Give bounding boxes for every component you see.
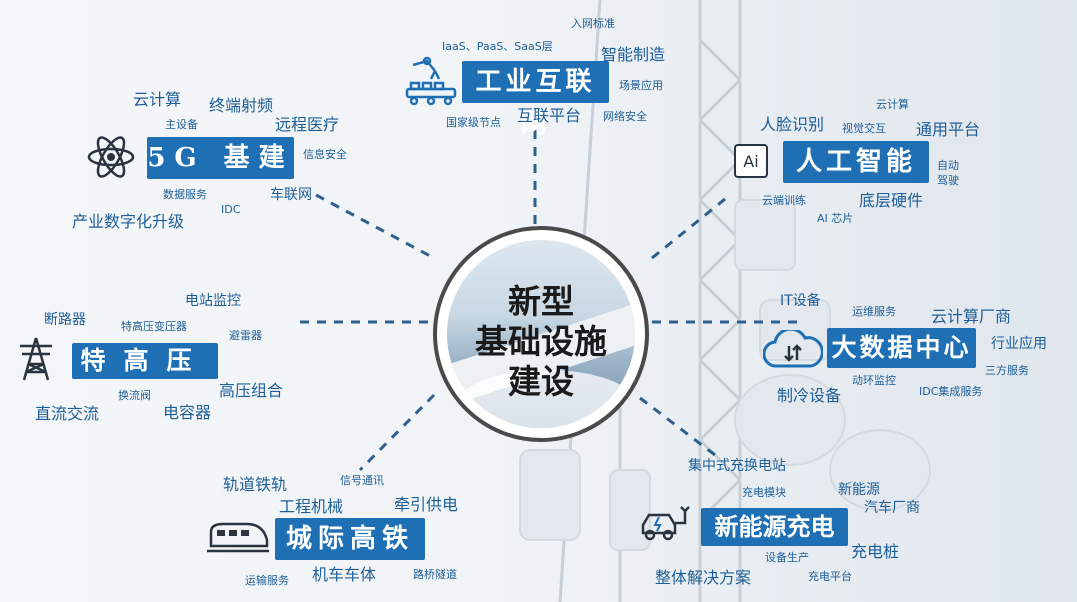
term-uhv-capacitor: 电容器 [163,403,212,422]
term-ev-module: 充电模块 [742,486,786,499]
center-title: 新型 基础设施 建设 [447,282,635,402]
term-ev-platform: 充电平台 [808,570,852,583]
term-uhv-arrester: 避雷器 [229,329,262,342]
svg-text:Ai: Ai [743,152,758,171]
high-speed-train-icon [207,522,269,553]
category-uhv: 特高压 [72,343,218,379]
category-5g: 5G 基建 [147,137,294,179]
atom-icon [87,136,135,178]
center-circle: 新型 基础设施 建设 [433,226,649,442]
transmission-tower-icon [20,337,52,381]
term-ev-manufacturing: 设备生产 [765,551,809,564]
term-5g-rf: 终端射频 [209,96,274,115]
term-bd-env-monitor: 动环监控 [852,374,896,387]
term-ai-face: 人脸识别 [760,115,825,134]
term-rail-signal: 信号通讯 [340,474,384,487]
term-uhv-dc-ac: 直流交流 [35,404,100,423]
term-uhv-breaker: 断路器 [44,312,86,328]
term-rail-traction: 牵引供电 [394,495,459,514]
term-rail-bridge-tunnel: 路桥隧道 [413,568,457,581]
term-bd-ops: 运维服务 [852,305,896,318]
term-5g-iov: 车联网 [270,187,312,203]
cloud-transfer-icon [763,330,823,368]
robot-arm-icon [405,56,457,106]
term-ev-charger: 充电桩 [851,542,900,561]
term-ai-auto: 自动 [937,159,959,172]
term-uhv-valve: 换流阀 [118,389,151,402]
term-ai-cloud: 云计算 [876,98,909,111]
center-title-line1: 新型 [508,282,574,321]
term-5g-infosec: 信息安全 [303,148,347,161]
center-photo: 新型 基础设施 建设 [447,240,635,428]
term-ai-drive: 驾驶 [937,174,959,187]
term-rail-locomotive: 机车车体 [312,565,377,584]
term-5g-data-service: 数据服务 [163,188,207,201]
term-uhv-monitor: 电站监控 [185,293,241,309]
term-ev-station: 集中式充换电站 [688,458,786,474]
term-5g-cloud: 云计算 [133,90,182,109]
ai-chip-icon: Ai [734,144,768,178]
term-ai-platform: 通用平台 [916,120,981,139]
term-rail-machinery: 工程机械 [279,497,344,516]
term-bd-industry: 行业应用 [991,336,1047,352]
category-ev-charging: 新能源充电 [701,508,848,546]
category-big-data: 大数据中心 [827,328,976,368]
cloud [457,370,635,428]
center-title-line3: 建设 [508,362,574,401]
term-5g-digital-upgrade: 产业数字化升级 [72,212,185,231]
term-ii-national-node: 国家级节点 [446,116,501,129]
term-ev-total-solution: 整体解决方案 [655,568,752,587]
term-rail-track: 轨道铁轨 [223,475,288,494]
term-5g-telemedicine: 远程医疗 [275,115,340,134]
term-5g-main-equipment: 主设备 [165,118,198,131]
term-ai-hardware: 底层硬件 [859,191,924,210]
term-bd-cloud-vendor: 云计算厂商 [931,307,1012,326]
term-uhv-transformer: 特高压变压器 [121,320,187,333]
term-ii-platform: 互联平台 [517,106,582,125]
term-ii-scenario: 场景应用 [619,79,663,92]
term-ii-cloud-layers: IaaS、PaaS、SaaS层 [442,40,553,53]
term-ii-network-standard: 入网标准 [571,17,615,30]
electric-car-charger-icon [641,506,690,541]
term-5g-idc: IDC [221,203,241,216]
term-ii-smart-manufacturing: 智能制造 [601,45,666,64]
term-uhv-combination: 高压组合 [219,381,284,400]
term-ai-chip: AI 芯片 [817,212,854,225]
term-ev-new-energy: 新能源 [838,482,880,498]
category-industrial-internet: 工业互联网 [462,61,609,139]
term-ai-cloud-training: 云端训练 [762,194,806,207]
term-bd-it: IT设备 [780,293,821,309]
term-ev-automaker: 汽车厂商 [864,500,920,516]
term-bd-cooling: 制冷设备 [777,386,842,405]
category-intercity-rail: 城际高铁 [275,518,425,560]
term-bd-idc-integration: IDC集成服务 [919,385,983,398]
term-rail-transport: 运输服务 [245,574,289,587]
term-ai-visual: 视觉交互 [842,122,886,135]
center-title-line2: 基础设施 [475,322,607,361]
category-ai: 人工智能 [783,141,929,183]
term-ii-network-security: 网络安全 [603,110,647,123]
term-bd-third-party: 三方服务 [985,364,1029,377]
